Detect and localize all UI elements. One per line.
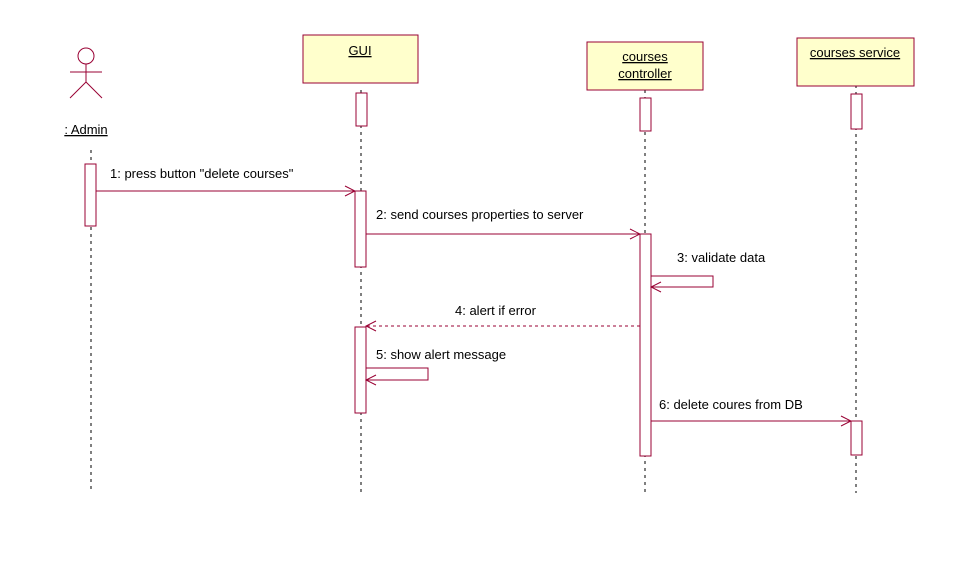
participant-gui-label: GUI — [348, 43, 371, 58]
message-2: 2: send courses properties to server — [366, 207, 640, 234]
activation-gui-2 — [354, 326, 367, 414]
participant-controller-label-line2: controller — [618, 66, 672, 81]
message-3-label: 3: validate data — [677, 250, 766, 265]
activation-bars — [84, 92, 863, 457]
participant-controller-label-line1: courses — [622, 49, 668, 64]
participant-courses-controller[interactable]: courses controller — [586, 41, 704, 91]
message-6-label: 6: delete coures from DB — [659, 397, 803, 412]
participant-gui[interactable]: GUI — [302, 34, 419, 84]
message-4: 4: alert if error — [366, 303, 640, 326]
message-6: 6: delete coures from DB — [651, 397, 851, 421]
participant-service-label: courses service — [810, 45, 900, 60]
lifelines — [90, 85, 857, 493]
actor-admin[interactable] — [69, 47, 103, 99]
participant-courses-service[interactable]: courses service — [796, 37, 915, 87]
activation-controller — [639, 233, 652, 457]
message-5: 5: show alert message — [366, 347, 506, 380]
message-5-label: 5: show alert message — [376, 347, 506, 362]
message-3: 3: validate data — [651, 250, 766, 287]
activation-gui-1 — [354, 190, 367, 268]
actor-name: : Admin — [64, 122, 107, 137]
activation-service-top — [850, 93, 863, 130]
message-1-label: 1: press button "delete courses" — [110, 166, 294, 181]
message-4-label: 4: alert if error — [455, 303, 537, 318]
stick-figure-actor-icon — [69, 47, 103, 99]
message-1: 1: press button "delete courses" — [96, 166, 355, 191]
activation-controller-top — [639, 97, 652, 132]
message-2-label: 2: send courses properties to server — [376, 207, 584, 222]
activation-service — [850, 420, 863, 456]
activation-gui-top — [355, 92, 368, 127]
activation-admin — [84, 163, 97, 227]
